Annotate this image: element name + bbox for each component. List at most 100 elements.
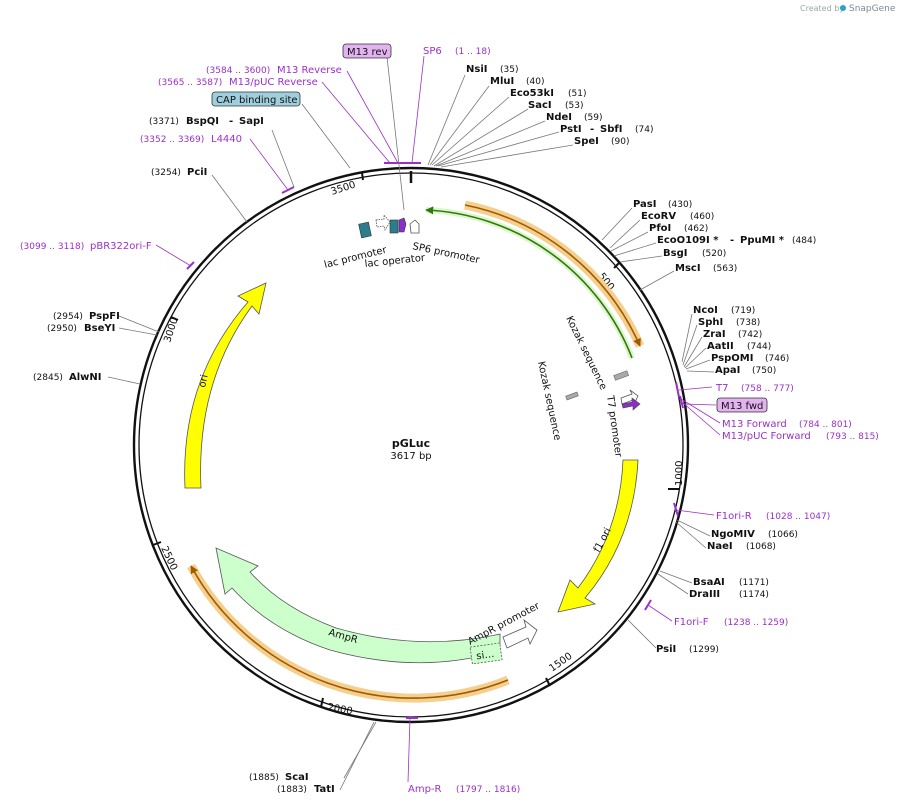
svg-text:(2845): (2845) xyxy=(33,373,63,383)
m13-rev-box[interactable]: M13 rev xyxy=(342,43,392,59)
m13-rev-arrow[interactable] xyxy=(398,217,407,233)
svg-text:(1028 .. 1047): (1028 .. 1047) xyxy=(766,512,830,522)
svg-text:(3099 .. 3118): (3099 .. 3118) xyxy=(20,242,84,252)
enzyme-ecorv[interactable]: EcoRV(460) xyxy=(641,211,714,222)
primer-pbr322ori-f[interactable]: (3099 .. 3118)pBR322ori-F xyxy=(20,241,152,252)
primer-m13-forward[interactable]: M13 Forward(784 .. 801) xyxy=(722,419,852,430)
enzyme-msci[interactable]: MscI(563) xyxy=(675,263,737,274)
svg-text:-: - xyxy=(229,116,233,127)
ampr-signal-box[interactable] xyxy=(469,642,503,665)
svg-text:EcoRV: EcoRV xyxy=(641,211,676,222)
lac-promoter-arrow[interactable] xyxy=(375,213,391,232)
svg-text:(563): (563) xyxy=(713,264,737,274)
svg-text:MluI: MluI xyxy=(490,76,514,87)
enzyme-aatii[interactable]: AatII(744) xyxy=(707,341,771,352)
svg-text:(758 .. 777): (758 .. 777) xyxy=(741,384,794,394)
enzyme-nsii[interactable]: NsiI (35) xyxy=(466,64,518,75)
enzyme-ecoo109i-ppumi[interactable]: EcoO109I *-PpuMI *(484) xyxy=(657,235,816,246)
svg-text:SacI: SacI xyxy=(528,100,552,111)
svg-text:(742): (742) xyxy=(738,330,762,340)
enzyme-ngomiv[interactable]: NgoMIV(1066) xyxy=(711,529,798,540)
svg-text:(784 .. 801): (784 .. 801) xyxy=(799,420,852,430)
svg-text:(3565 .. 3587): (3565 .. 3587) xyxy=(158,78,222,88)
enzyme-labels: NsiI (35) MluI(40) Eco53kI(51) SacI(53) N… xyxy=(33,64,816,795)
snapgene-credit[interactable]: Created by SnapGene xyxy=(800,4,896,14)
kozak-marker-1[interactable] xyxy=(613,370,629,381)
snapgene-logo-icon xyxy=(840,5,846,11)
primer-f1ori-r[interactable]: F1ori-R (1028 .. 1047) xyxy=(716,511,830,522)
svg-text:(738): (738) xyxy=(736,318,760,328)
enzyme-pcii[interactable]: (3254)PciI xyxy=(151,167,207,178)
enzyme-bspqi-sapi[interactable]: (3371)BspQI-SapI xyxy=(149,116,264,127)
enzyme-scai[interactable]: (1885)ScaI xyxy=(249,772,309,783)
cap-site-marker[interactable] xyxy=(358,221,372,239)
cap-binding-site-box[interactable]: CAP binding site xyxy=(211,91,301,107)
plasmid-name: pGLuc xyxy=(392,437,430,450)
green-orf-arc-line xyxy=(425,206,633,359)
enzyme-draiii[interactable]: DraIII(1174) xyxy=(689,589,769,600)
enzyme-tati[interactable]: (1883) TatI xyxy=(277,784,335,795)
enzyme-spei[interactable]: SpeI(90) xyxy=(574,136,629,147)
ori-arrow[interactable] xyxy=(184,282,267,489)
enzyme-bseyi[interactable]: (2950) BseYI xyxy=(47,323,115,334)
m13-fwd-arrow[interactable] xyxy=(621,397,641,411)
kozak-marker-2[interactable] xyxy=(565,391,579,401)
svg-text:F1ori-F: F1ori-F xyxy=(674,617,709,628)
enzyme-mlui[interactable]: MluI(40) xyxy=(490,76,544,87)
primer-l4440[interactable]: (3352 .. 3369)L4440 xyxy=(140,134,242,145)
svg-text:(746): (746) xyxy=(765,354,789,364)
enzyme-zrai[interactable]: ZraI(742) xyxy=(703,329,762,340)
svg-text:TatI: TatI xyxy=(314,784,335,795)
m13-fwd-box[interactable]: M13 fwd xyxy=(716,397,768,413)
enzyme-sphi[interactable]: SphI(738) xyxy=(698,317,760,328)
svg-text:DraIII: DraIII xyxy=(689,589,720,600)
svg-text:BspQI: BspQI xyxy=(186,116,219,127)
enzyme-pasi[interactable]: PasI(430) xyxy=(633,199,692,210)
enzyme-pspomi[interactable]: PspOMI(746) xyxy=(711,353,789,364)
enzyme-apai[interactable]: ApaI (750) xyxy=(715,365,776,376)
svg-text:(1299): (1299) xyxy=(689,645,719,655)
svg-text:(2950): (2950) xyxy=(47,324,77,334)
svg-text:BseYI: BseYI xyxy=(84,323,115,334)
enzyme-pfoi[interactable]: PfoI(462) xyxy=(649,223,708,234)
primer-f1ori-f[interactable]: F1ori-F(1238 .. 1259) xyxy=(674,617,788,628)
primer-m13-puc-forward[interactable]: M13/pUC Forward(793 .. 815) xyxy=(722,431,879,442)
enzyme-pspfi[interactable]: (2954)PspFI xyxy=(53,311,120,322)
sp6-promoter-arrow[interactable] xyxy=(409,219,420,234)
svg-text:L4440: L4440 xyxy=(211,134,242,145)
f1-ori-arrow[interactable] xyxy=(557,459,639,613)
svg-text:(1068): (1068) xyxy=(746,542,776,552)
primer-amp-r[interactable]: Amp-R(1797 .. 1816) xyxy=(408,784,520,795)
svg-text:PsiI: PsiI xyxy=(656,644,676,655)
enzyme-bsaai[interactable]: BsaAI(1171) xyxy=(693,577,769,588)
enzyme-ndei[interactable]: NdeI(59) xyxy=(546,112,602,123)
enzyme-bsgi[interactable]: BsgI(520) xyxy=(663,248,726,259)
svg-text:(35): (35) xyxy=(500,65,518,75)
enzyme-saci[interactable]: SacI(53) xyxy=(528,100,583,111)
svg-text:ApaI: ApaI xyxy=(715,365,740,376)
lac-operator-marker[interactable] xyxy=(389,219,399,234)
svg-text:(1883): (1883) xyxy=(277,785,307,795)
enzyme-ncoi[interactable]: NcoI(719) xyxy=(693,305,755,316)
primer-labels: SP6(1 .. 18) (3584 .. 3600)M13 Reverse (… xyxy=(20,46,879,795)
svg-text:(90): (90) xyxy=(611,137,629,147)
primer-leaders xyxy=(155,55,721,783)
primer-m13-puc-reverse[interactable]: (3565 .. 3587)M13/pUC Reverse xyxy=(158,77,318,88)
primer-t7[interactable]: T7(758 .. 777) xyxy=(715,383,794,394)
svg-text:F1ori-R: F1ori-R xyxy=(716,511,752,522)
svg-text:(750): (750) xyxy=(752,366,776,376)
svg-text:NcoI: NcoI xyxy=(693,305,718,316)
ampr-promoter-arrow[interactable] xyxy=(502,618,538,649)
enzyme-alwni[interactable]: (2845)AlwNI xyxy=(33,372,102,383)
svg-text:(2954): (2954) xyxy=(53,312,83,322)
primer-m13-reverse[interactable]: (3584 .. 3600)M13 Reverse xyxy=(206,65,342,76)
svg-text:(1 .. 18): (1 .. 18) xyxy=(455,47,491,57)
enzyme-eco53ki[interactable]: Eco53kI(51) xyxy=(510,88,586,99)
primer-sp6[interactable]: SP6(1 .. 18) xyxy=(423,46,491,57)
enzyme-psii[interactable]: PsiI (1299) xyxy=(656,644,719,655)
enzyme-naei[interactable]: NaeI(1068) xyxy=(707,541,776,552)
svg-text:NsiI: NsiI xyxy=(466,64,487,75)
enzyme-psti-sbfi[interactable]: PstI-SbfI(74) xyxy=(560,124,653,135)
svg-text:SapI: SapI xyxy=(239,116,264,127)
svg-text:M13 fwd: M13 fwd xyxy=(721,401,763,412)
